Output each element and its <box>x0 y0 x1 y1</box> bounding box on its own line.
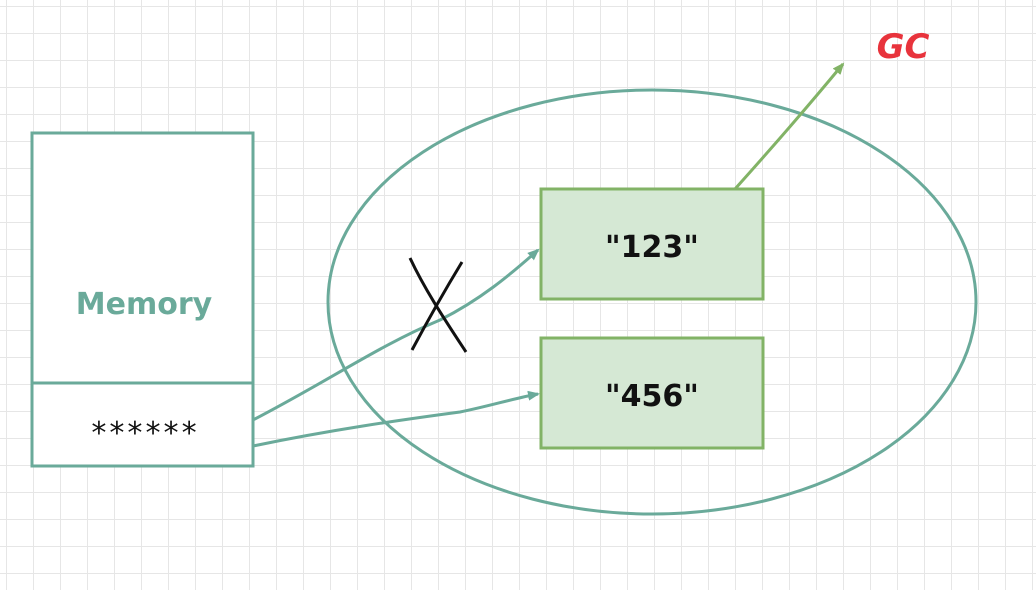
memory-title: Memory <box>76 287 213 322</box>
memory-pointer-value: ****** <box>90 416 198 451</box>
heap-object-2: "456" <box>539 336 765 450</box>
reference-arrow-old <box>252 248 540 422</box>
heap-object-1-box <box>539 187 765 301</box>
heap-object-2-box <box>539 336 765 450</box>
cross-mark-icon <box>408 257 468 353</box>
heap-object-2-value: "456" <box>605 379 699 414</box>
memory-block: Memory ****** <box>30 131 255 468</box>
heap-ellipse <box>326 88 978 516</box>
gc-arrow <box>733 62 845 191</box>
heap-object-1: "123" <box>539 187 765 301</box>
memory-block-pointer-cell <box>30 381 255 468</box>
memory-block-top <box>30 131 255 385</box>
gc-label: GC <box>877 27 930 67</box>
reference-arrow-new <box>252 390 540 448</box>
heap-object-1-value: "123" <box>605 230 699 265</box>
